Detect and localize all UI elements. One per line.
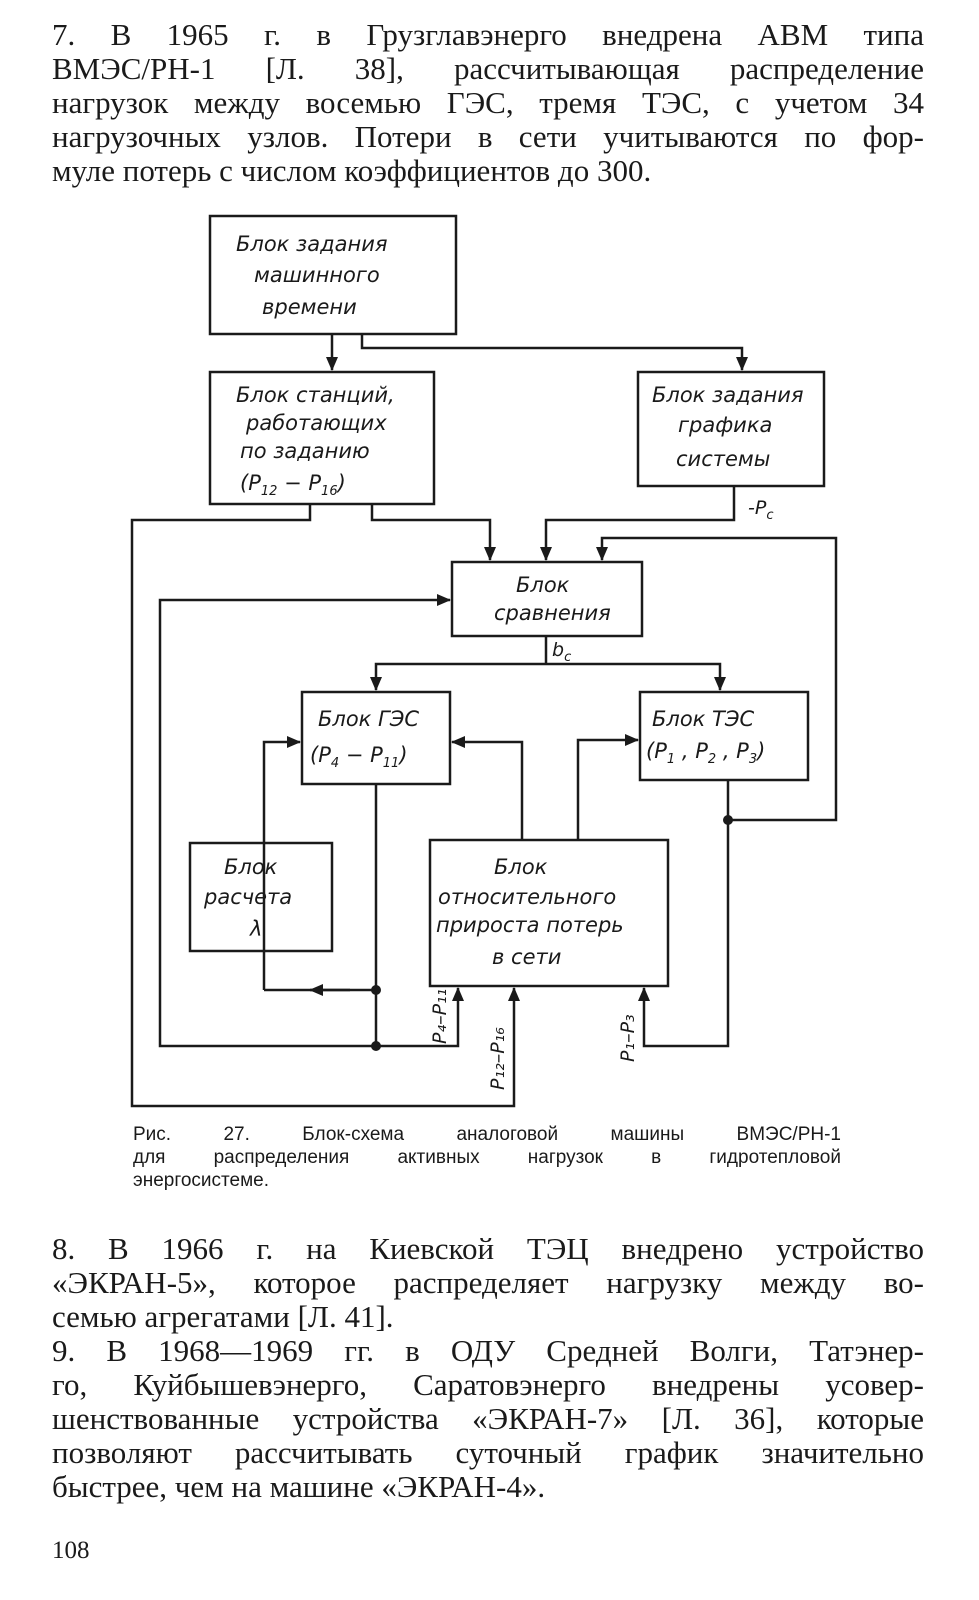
block-schedule-text: системы bbox=[676, 447, 770, 471]
block-lambda-text: λ bbox=[249, 917, 262, 941]
block-losses bbox=[428, 838, 670, 988]
block-schedule-text: Блок задания bbox=[652, 383, 803, 407]
text-line: позволяют рассчитывать суточный график з… bbox=[52, 1435, 924, 1470]
text-line: быстрее, чем на машине «ЭКРАН-4». bbox=[52, 1469, 546, 1504]
block-tes-range: (P1 , P2 , P3) bbox=[646, 739, 765, 767]
block-lambda-text: Блок bbox=[224, 855, 278, 879]
block-diagram: Блок задания машинного времени Блок стан… bbox=[130, 214, 838, 1108]
block-stations bbox=[208, 370, 436, 506]
block-ges-text: Блок ГЭС bbox=[318, 707, 419, 731]
block-losses-text: Блок bbox=[494, 855, 548, 879]
text-line: 9. В 1968—1969 гг. в ОДУ Средней Волги, … bbox=[52, 1333, 924, 1368]
figure-caption: Рис. 27. Блок-схема аналоговой машины ВМ… bbox=[133, 1123, 841, 1192]
label-minus-pc: -Pс bbox=[748, 497, 773, 523]
caption-line: Рис. 27. Блок-схема аналоговой машины ВМ… bbox=[133, 1124, 841, 1145]
block-lambda-text: расчета bbox=[203, 885, 292, 909]
block-ges-range: (P4 − P11) bbox=[310, 743, 408, 771]
label-p4-p11: P₄–P₁₁ bbox=[429, 989, 451, 1044]
block-stations-text: Блок станций, bbox=[236, 383, 395, 407]
block-stations-text: работающих bbox=[245, 411, 387, 435]
text-line: шенствованные устройства «ЭКРАН-7» [Л. 3… bbox=[52, 1401, 924, 1436]
block-losses-text: относительного bbox=[438, 885, 616, 909]
block-losses-text: в сети bbox=[492, 945, 561, 969]
block-machine-time-text: Блок задания bbox=[236, 232, 387, 256]
paragraph-7: 7. В 1965 г. в Грузглавэнерго внедрена А… bbox=[52, 18, 924, 188]
text-line: 7. В 1965 г. в Грузглавэнерго внедрена А… bbox=[52, 17, 924, 52]
block-losses-text: прироста потерь bbox=[436, 913, 624, 937]
label-bc: bс bbox=[552, 639, 571, 665]
block-machine-time-text: времени bbox=[262, 295, 357, 319]
block-compare-text: сравнения bbox=[494, 601, 611, 625]
label-p1-p3: P₁–P₃ bbox=[617, 1014, 639, 1062]
page-number: 108 bbox=[52, 1537, 90, 1564]
block-machine-time-text: машинного bbox=[254, 263, 380, 287]
text-line: нагрузок между восемью ГЭС, тремя ТЭС, с… bbox=[52, 85, 924, 120]
block-compare-text: Блок bbox=[516, 573, 570, 597]
block-tes-text: Блок ТЭС bbox=[652, 707, 755, 731]
caption-line: энергосистеме. bbox=[133, 1170, 269, 1191]
paragraph-8: 8. В 1966 г. на Киевской ТЭЦ внедрено ус… bbox=[52, 1232, 924, 1334]
text-line: 8. В 1966 г. на Киевской ТЭЦ внедрено ус… bbox=[52, 1231, 924, 1266]
block-system-schedule bbox=[636, 370, 826, 488]
block-tes bbox=[638, 690, 810, 782]
label-p12-p16: P₁₂–P₁₆ bbox=[487, 1027, 509, 1090]
block-stations-text: по заданию bbox=[240, 439, 370, 463]
text-line: го, Куйбышевэнерго, Саратовэнерго внедре… bbox=[52, 1367, 924, 1402]
caption-line: для распределения активных нагрузок в ги… bbox=[133, 1147, 841, 1168]
block-schedule-text: графика bbox=[678, 413, 772, 437]
block-lambda bbox=[188, 841, 334, 953]
text-line: семью агрегатами [Л. 41]. bbox=[52, 1299, 394, 1334]
text-line: муле потерь с числом коэффициентов до 30… bbox=[52, 153, 652, 188]
text-line: «ЭКРАН-5», которое распределяет нагрузку… bbox=[52, 1265, 924, 1300]
paragraph-9: 9. В 1968—1969 гг. в ОДУ Средней Волги, … bbox=[52, 1334, 924, 1504]
text-line: ВМЭС/РН-1 [Л. 38], рассчитывающая распре… bbox=[52, 51, 924, 86]
block-stations-range: (P12 − P16) bbox=[240, 471, 346, 499]
block-ges bbox=[300, 690, 452, 786]
text-line: нагрузочных узлов. Потери в сети учитыва… bbox=[52, 119, 924, 154]
